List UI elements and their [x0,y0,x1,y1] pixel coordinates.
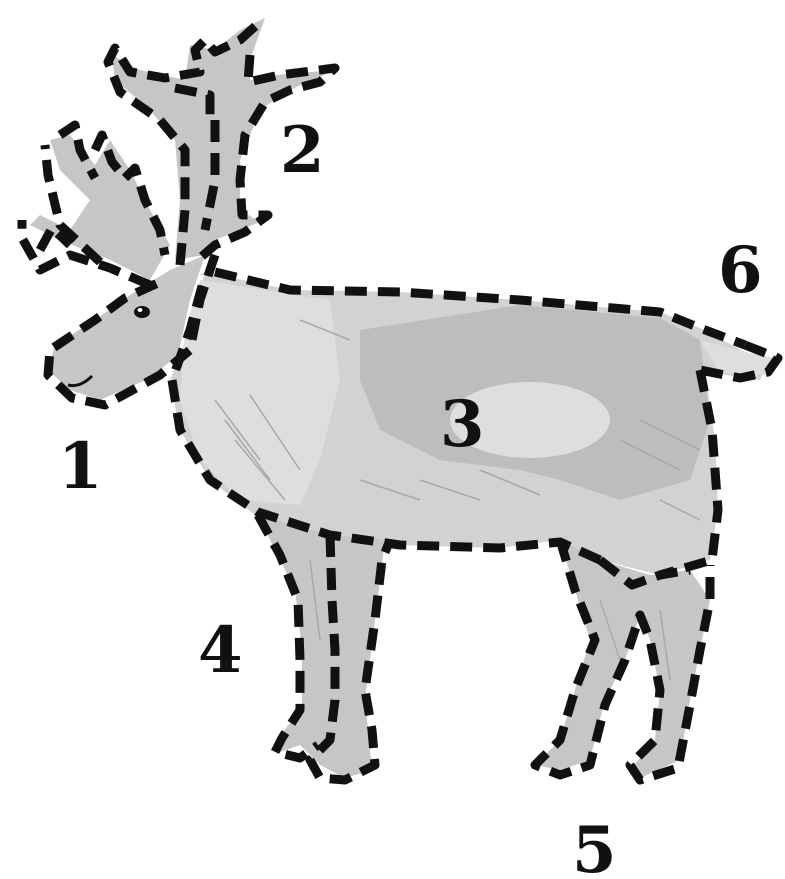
reindeer-eye-highlight [138,308,143,312]
label-antlers: 2 [280,113,325,188]
label-tail: 6 [718,233,763,308]
label-front-legs: 4 [198,613,243,688]
label-hind-legs: 5 [572,813,617,879]
label-head: 1 [58,429,103,504]
reindeer-illustration [30,18,775,778]
reindeer-eye [134,306,150,318]
label-body: 3 [440,387,485,462]
